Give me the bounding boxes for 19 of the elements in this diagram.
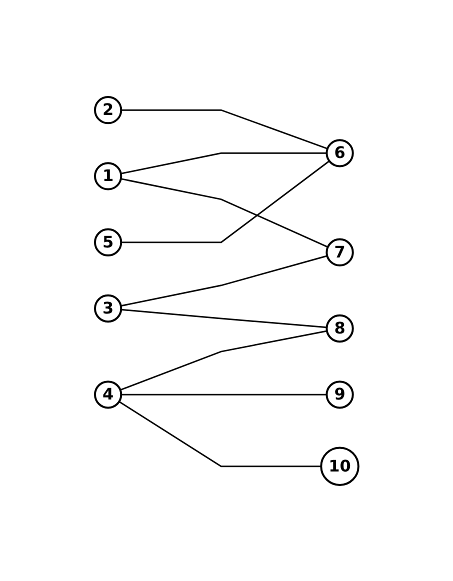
connector	[120, 108, 328, 149]
node-circle: 9	[326, 380, 354, 408]
connector	[120, 152, 326, 174]
node-circle: 1	[94, 162, 122, 190]
connector	[120, 178, 328, 248]
node-circle: 6	[326, 138, 354, 167]
node-circle: 4	[94, 380, 122, 408]
connector	[120, 393, 326, 395]
node-circle: 7	[326, 238, 354, 266]
connector	[118, 400, 321, 467]
connector	[120, 254, 328, 306]
node-circle: 2	[94, 96, 122, 124]
node-circle: 8	[326, 314, 354, 342]
node-circle: 10	[320, 446, 360, 486]
node-circle: 5	[94, 228, 122, 256]
connector	[120, 160, 330, 243]
connector	[120, 330, 327, 390]
node-circle: 3	[94, 294, 122, 322]
connector	[120, 308, 327, 328]
